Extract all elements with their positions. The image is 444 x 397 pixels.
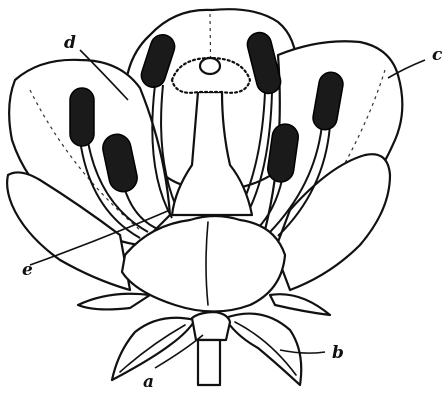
sepal-far-right: [270, 294, 330, 315]
label-a: a: [143, 372, 154, 392]
label-b: b: [332, 343, 344, 363]
label-d: d: [64, 33, 76, 53]
sepal-far-left: [78, 294, 150, 310]
pedicel: [198, 340, 220, 385]
anther-1: [70, 88, 94, 146]
stigma-tip: [200, 58, 220, 74]
label-e: e: [22, 260, 33, 280]
ovary: [192, 312, 230, 340]
sepal-right: [225, 314, 301, 385]
label-c: c: [432, 45, 443, 65]
